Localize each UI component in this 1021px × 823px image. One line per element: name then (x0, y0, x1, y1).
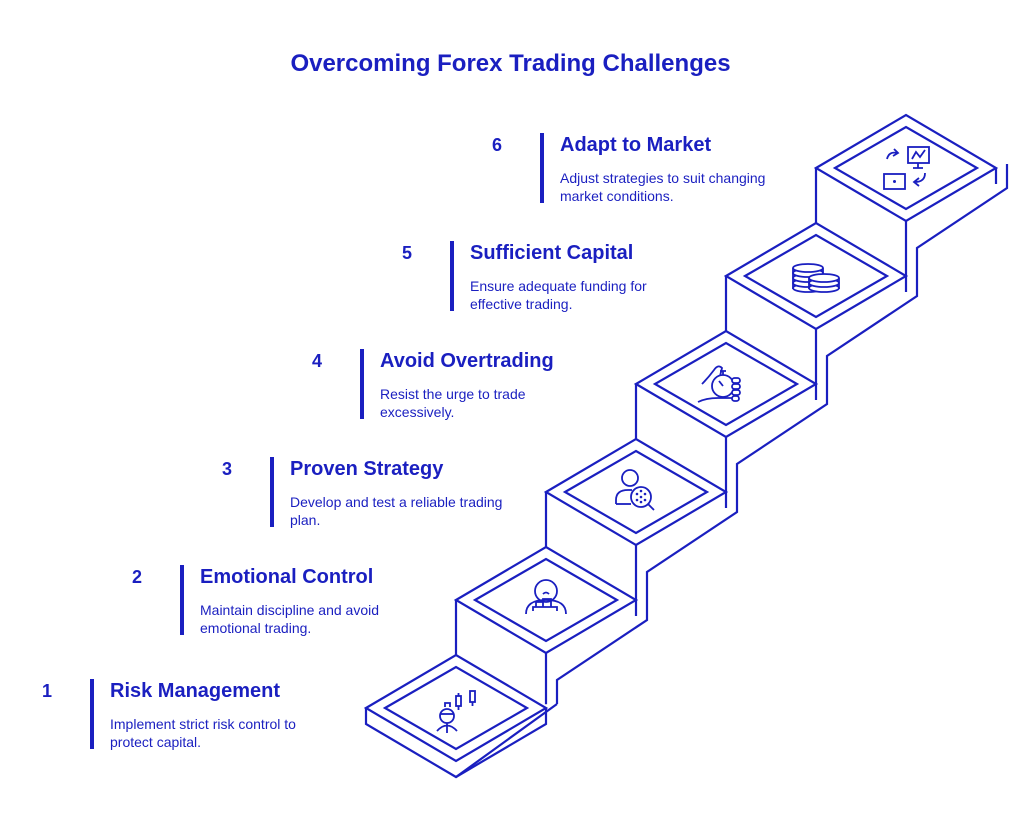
step-inner (382, 665, 530, 751)
dot (643, 492, 647, 496)
finger (731, 389, 741, 396)
step-divider (90, 679, 94, 749)
step-bevel (455, 708, 548, 778)
desc-line: plan. (290, 512, 321, 528)
desc-line: Develop and test a reliable trading (290, 494, 503, 510)
step-description: Develop and test a reliable trading plan… (290, 493, 540, 529)
diagram-title: Overcoming Forex Trading Challenges (290, 50, 731, 77)
step-inner (742, 233, 890, 319)
step-title: Risk Management (110, 680, 281, 702)
sad-person-chart-icon (525, 579, 567, 615)
person-magnifier-icon (615, 469, 655, 511)
desc-line: Implement strict risk control to (110, 716, 296, 732)
finger (731, 377, 741, 384)
step-inner (832, 125, 980, 211)
shoulders (525, 599, 567, 615)
step-riser (814, 168, 908, 276)
watch-hand (718, 370, 726, 387)
desc-line: Maintain discipline and avoid (200, 602, 379, 618)
step-title: Avoid Overtrading (380, 350, 554, 372)
step-riser (454, 600, 548, 708)
step-description: Maintain discipline and avoid emotional … (200, 601, 430, 637)
step-inner (652, 341, 800, 427)
step-silhouette (735, 380, 829, 488)
step-description: Implement strict risk control to protect… (110, 715, 340, 751)
step-title: Adapt to Market (560, 134, 712, 156)
trader-candlestick-icon (436, 690, 476, 733)
step-number: 4 (312, 351, 323, 371)
finger (731, 383, 741, 390)
step-silhouette (915, 164, 1009, 272)
desc-line: Ensure adequate funding for (470, 278, 647, 294)
step-description: Resist the urge to trade excessively. (380, 385, 610, 421)
wrist (697, 397, 734, 403)
desc-line: market conditions. (560, 188, 674, 204)
dot (635, 492, 639, 496)
chart (532, 598, 558, 611)
step-title: Proven Strategy (290, 458, 444, 480)
step-top (363, 653, 549, 763)
coin (808, 273, 840, 283)
monitor-exchange-icon (883, 146, 930, 190)
step-number: 1 (42, 681, 53, 701)
dot (639, 500, 643, 504)
dot (639, 495, 643, 499)
step-divider (540, 133, 544, 203)
body (615, 489, 632, 504)
trend (911, 149, 926, 160)
step-riser (544, 492, 638, 600)
step-divider (180, 565, 184, 635)
frown (542, 591, 550, 595)
step-number: 3 (222, 459, 233, 479)
step-divider (360, 349, 364, 419)
candle (444, 702, 451, 707)
stair-step-1 (363, 653, 558, 779)
arrow-left (912, 172, 926, 187)
step-description: Adjust strategies to suit changing marke… (560, 169, 790, 205)
head (534, 579, 558, 603)
step-riser (724, 276, 818, 384)
step-number: 2 (132, 567, 143, 587)
step-silhouette (555, 596, 649, 704)
dot (639, 489, 643, 493)
finger (731, 395, 740, 402)
step-silhouette (825, 272, 919, 380)
dot (635, 498, 639, 502)
desc-line: Adjust strategies to suit changing (560, 170, 766, 186)
step-inner (472, 557, 620, 643)
step-title: Emotional Control (200, 566, 374, 588)
step-divider (450, 241, 454, 311)
hand-stopwatch-icon (697, 365, 741, 403)
thumb (701, 365, 723, 385)
step-riser (634, 384, 728, 492)
desc-line: emotional trading. (200, 620, 312, 636)
step-number: 6 (492, 135, 503, 155)
stand (913, 163, 923, 169)
desc-line: effective trading. (470, 296, 573, 312)
handle (647, 503, 655, 511)
body (436, 723, 458, 733)
dot (893, 180, 896, 183)
stack-side (808, 278, 840, 289)
step-inner (562, 449, 710, 535)
screen (883, 173, 906, 190)
desc-line: excessively. (380, 404, 455, 420)
step-silhouette (645, 488, 739, 596)
coin (792, 263, 824, 273)
step-top (813, 113, 999, 223)
desc-line: Resist the urge to trade (380, 386, 526, 402)
arrow-right (886, 148, 900, 160)
step-title: Sufficient Capital (470, 242, 634, 264)
coin-stacks-icon (792, 263, 840, 293)
head (621, 469, 639, 487)
step-number: 5 (402, 243, 413, 263)
step-divider (270, 457, 274, 527)
dot (643, 498, 647, 502)
step-description: Ensure adequate funding for effective tr… (470, 277, 700, 313)
desc-line: protect capital. (110, 734, 202, 750)
